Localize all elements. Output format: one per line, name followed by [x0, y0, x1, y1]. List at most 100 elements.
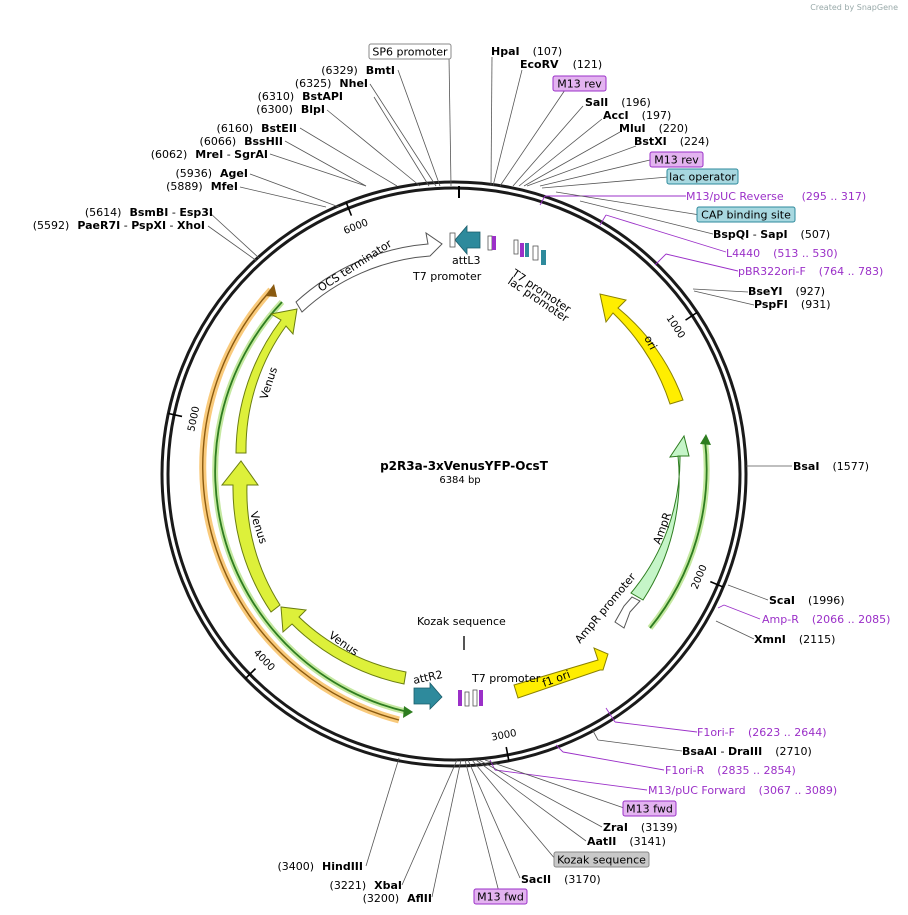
m13-rev-tag-2: M13 rev [649, 151, 704, 168]
m13-rev-tag-1: M13 rev [552, 75, 607, 92]
f1ori-r-label: F1ori-R(2835 .. 2854) [665, 764, 796, 777]
small-feature-2 [487, 235, 493, 251]
ampr-arrow [630, 434, 690, 601]
ecorv-label: EcoRV(121) [520, 58, 602, 71]
feature-label-ocs: OCS terminator [316, 237, 395, 295]
small-feature-4 [532, 245, 539, 261]
tick-mark-4000 [244, 668, 257, 680]
small-feature-bottom-2 [464, 691, 470, 707]
svg-text:M13 fwd: M13 fwd [477, 891, 524, 904]
small-feature-1 [449, 232, 456, 248]
bstapi-label: (6310)BstAPI [258, 90, 343, 103]
feature-label-t7-top: T7 promoter [412, 270, 482, 283]
nhei-label: (6325)NheI [295, 77, 368, 90]
bsaai-draiii-label: BsaAI - DraIII(2710) [682, 745, 812, 758]
mrei-sgrai-label: (6062)MreI - SgrAI [151, 148, 268, 161]
orange-feature-line [202, 289, 400, 721]
lac-operator-tag: lac operator [666, 168, 739, 185]
l4440-label: L4440(513 .. 530) [726, 247, 838, 260]
sali-label: SalI(196) [585, 96, 651, 109]
zrai-label: ZraI(3139) [603, 821, 678, 834]
svg-text:lac operator: lac operator [669, 171, 736, 184]
svg-text:M13 rev: M13 rev [654, 154, 699, 167]
watermark: Created by SnapGene [810, 3, 898, 12]
feature-label-kozak-inner: Kozak sequence [417, 615, 506, 628]
tick-mark-2000 [710, 580, 724, 588]
bspqi-sapi-label: BspQI - SapI(507) [713, 228, 830, 241]
cap-binding-site-tag: CAP binding site [696, 206, 796, 223]
small-feature-purple-2 [520, 243, 524, 257]
ampr-promoter-arrow [614, 596, 641, 629]
tick-label-3000: 3000 [491, 728, 518, 744]
mlui-label: MluI(220) [619, 122, 688, 135]
bsai-label: BsaI(1577) [793, 460, 869, 473]
pbr322ori-f-label: pBR322ori-F(764 .. 783) [738, 265, 883, 278]
scai-label: ScaI(1996) [769, 594, 845, 607]
venus-1-arrow [235, 308, 298, 454]
small-feature-bottom-1 [458, 690, 462, 706]
m13-puc-forward-label: M13/pUC Forward(3067 .. 3089) [648, 784, 837, 797]
orange-arrow-head [265, 284, 277, 297]
tick-mark-5000 [168, 412, 183, 418]
tick-label-1000: 1000 [663, 313, 686, 340]
plasmid-name: p2R3a-3xVenusYFP-OcsT [380, 459, 549, 473]
small-feature-bottom-4 [479, 690, 483, 706]
m13-fwd-tag-2: M13 fwd [473, 888, 528, 905]
m13-puc-reverse-label: M13/pUC Reverse(295 .. 317) [686, 190, 866, 203]
tick-label-6000: 6000 [342, 217, 370, 237]
f1ori-f-label: F1ori-F(2623 .. 2644) [697, 726, 827, 739]
tick-label-2000: 2000 [690, 563, 710, 591]
amp-r-label: Amp-R(2066 .. 2085) [762, 613, 890, 626]
small-feature-3 [513, 239, 519, 255]
aatii-label: AatII(3141) [587, 835, 666, 848]
bsmbi-esp3i-label: (5614)BsmBI - Esp3I [85, 206, 213, 219]
blpi-label: (6300)BlpI [256, 103, 325, 116]
attr2-arrow [413, 681, 443, 710]
svg-text:M13 rev: M13 rev [557, 78, 602, 91]
feature-label-ori: ori [641, 333, 659, 352]
ori-arrow [599, 293, 684, 405]
svg-text:Kozak sequence: Kozak sequence [557, 854, 646, 867]
tick-label-5000: 5000 [186, 405, 202, 432]
sacii-label: SacII(3170) [521, 873, 601, 886]
small-feature-purple-1 [492, 236, 496, 250]
small-feature-bottom-3 [472, 689, 478, 707]
hindiii-label: (3400)HindIII [277, 860, 363, 873]
feature-label-t7-bottom: T7 promoter [471, 672, 541, 685]
venus-2-arrow [220, 460, 281, 613]
venus-3-arrow [280, 606, 407, 685]
acci-label: AccI(197) [603, 109, 671, 122]
feature-label-attl3: attL3 [452, 254, 481, 267]
tick-mark-6000 [345, 202, 353, 216]
bseyi-label: BseYI(927) [748, 285, 825, 298]
tick-mark-3000 [505, 746, 510, 761]
mfei-label: (5889)MfeI [166, 180, 238, 193]
pspfi-label: PspFI(931) [754, 298, 831, 311]
svg-text:SP6 promoter: SP6 promoter [372, 46, 448, 59]
ocs-terminator-arrow [295, 231, 443, 313]
f1-ori-arrow [513, 647, 609, 699]
green-feature-line-right [649, 439, 708, 629]
hpai-label: HpaI(107) [491, 45, 562, 58]
green-arrow-head-right [700, 434, 711, 445]
bsshii-label: (6066)BssHII [200, 135, 283, 148]
green-feature-line-left [214, 301, 409, 713]
m13-fwd-tag-1: M13 fwd [622, 800, 677, 817]
svg-text:M13 fwd: M13 fwd [626, 803, 673, 816]
attl3-arrow [454, 224, 481, 256]
tick-mark-1000 [685, 311, 698, 321]
xbai-label: (3221)XbaI [330, 879, 402, 892]
sp6-promoter-tag: SP6 promoter [368, 43, 452, 60]
feature-label-attr2: attR2 [412, 668, 444, 687]
svg-text:CAP binding site: CAP binding site [701, 209, 791, 222]
paer7i-pspxi-xhoi-label: (5592)PaeR7I - PspXI - XhoI [33, 219, 205, 232]
bstxi-label: BstXI(224) [634, 135, 709, 148]
bmti-label: (6329)BmtI [321, 64, 395, 77]
plasmid-length: 6384 bp [439, 475, 480, 486]
small-feature-teal-1 [525, 243, 529, 257]
green-arrow-head-left [403, 706, 413, 718]
xmni-label: XmnI(2115) [754, 633, 835, 646]
agei-label: (5936)AgeI [175, 167, 248, 180]
small-feature-teal-2 [541, 250, 546, 265]
